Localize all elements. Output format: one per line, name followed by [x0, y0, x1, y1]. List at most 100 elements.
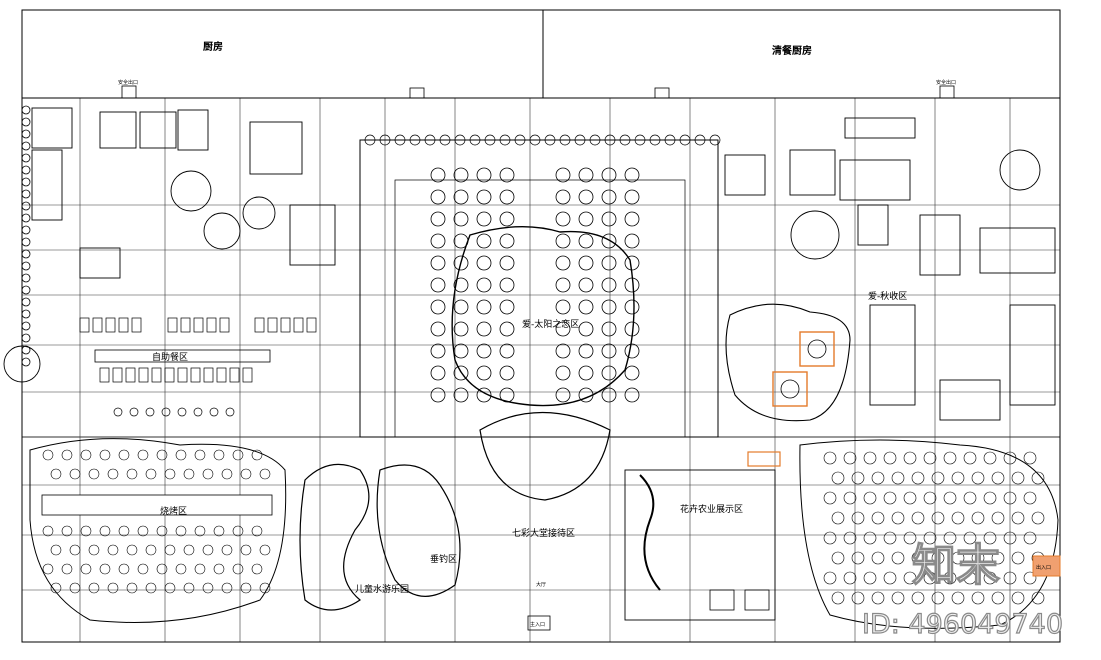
banquet-table — [903, 571, 917, 585]
barbecue-table — [80, 525, 92, 537]
barbecue-table — [202, 582, 214, 594]
buffet-table — [254, 317, 265, 333]
barbecue-table — [80, 563, 92, 575]
banquet-table — [601, 343, 617, 359]
banquet-table — [624, 365, 640, 381]
barbecue-table — [259, 582, 271, 594]
tree — [21, 153, 31, 163]
orange-marker-3 — [772, 371, 808, 407]
buffet-table — [138, 367, 149, 383]
banquet-table — [1023, 451, 1037, 465]
banquet-table — [1011, 511, 1025, 525]
tree — [21, 309, 31, 319]
tree — [694, 134, 706, 146]
banquet-table — [453, 299, 469, 315]
barbecue-table — [183, 468, 195, 480]
banquet-table — [963, 491, 977, 505]
barbecue-table — [80, 449, 92, 461]
right-banquet-garden — [799, 439, 1059, 629]
banquet-table — [430, 365, 446, 381]
banquet-table — [499, 343, 515, 359]
barbecue-table — [156, 449, 168, 461]
banquet-table — [476, 167, 492, 183]
banquet-table — [453, 233, 469, 249]
banquet-table — [843, 491, 857, 505]
tree — [559, 134, 571, 146]
banquet-table — [883, 571, 897, 585]
barbecue-table — [137, 525, 149, 537]
tree — [394, 134, 406, 146]
banquet-table — [983, 571, 997, 585]
banquet-table — [476, 343, 492, 359]
tree — [664, 134, 676, 146]
buffet-table — [129, 407, 139, 417]
exit-doors-top — [121, 85, 955, 99]
banquet-table — [903, 451, 917, 465]
banquet-table — [903, 491, 917, 505]
tree — [21, 177, 31, 187]
barbecue-table — [213, 525, 225, 537]
banquet-table — [1011, 471, 1025, 485]
tree — [21, 201, 31, 211]
buffet-table — [203, 367, 214, 383]
banquet-table — [578, 167, 594, 183]
banquet-table — [951, 591, 965, 605]
banquet-table — [923, 571, 937, 585]
kids-label: 儿童水游乐园 — [355, 583, 409, 595]
banquet-table — [453, 167, 469, 183]
barbecue-table — [107, 582, 119, 594]
barbecue-table — [213, 449, 225, 461]
barbecue-table — [69, 544, 81, 556]
banquet-table — [1011, 551, 1025, 565]
banquet-table — [430, 387, 446, 403]
banquet-table — [476, 233, 492, 249]
entrance-right-label: 出入口 — [1036, 564, 1051, 571]
safety-exit-label: 安全出口 — [118, 79, 138, 86]
banquet-table — [1023, 571, 1037, 585]
banquet-table — [991, 471, 1005, 485]
banquet-table — [911, 591, 925, 605]
banquet-table — [601, 255, 617, 271]
banquet-table — [943, 451, 957, 465]
tree — [604, 134, 616, 146]
hall-label: 大厅 — [536, 581, 546, 588]
barbecue-table — [118, 449, 130, 461]
banquet-table — [476, 299, 492, 315]
banquet-table — [891, 591, 905, 605]
kitchen-label: 厨房 — [203, 40, 223, 53]
barbecue-table — [183, 544, 195, 556]
kids-water-park — [299, 463, 370, 611]
barbecue-table — [99, 449, 111, 461]
barbecue-table — [175, 525, 187, 537]
banquet-table — [499, 365, 515, 381]
right-rooms — [724, 117, 1056, 421]
banquet-table — [624, 255, 640, 271]
barbecue-table — [137, 449, 149, 461]
tree — [484, 134, 496, 146]
barbecue-table — [202, 544, 214, 556]
banquet-table — [430, 211, 446, 227]
banquet-table — [430, 299, 446, 315]
banquet-table — [499, 233, 515, 249]
buffet-table — [193, 317, 204, 333]
banquet-table — [601, 387, 617, 403]
buffet-table — [151, 367, 162, 383]
barbecue-table — [232, 449, 244, 461]
banquet-table — [911, 471, 925, 485]
banquet-table — [499, 211, 515, 227]
buffet-table — [79, 317, 90, 333]
banquet-table — [943, 531, 957, 545]
banquet-table — [863, 571, 877, 585]
banquet-table — [1003, 491, 1017, 505]
tree — [544, 134, 556, 146]
banquet-table — [923, 491, 937, 505]
banquet-table — [831, 471, 845, 485]
banquet-table — [601, 299, 617, 315]
banquet-table — [601, 365, 617, 381]
banquet-table — [578, 365, 594, 381]
barbecue-table — [88, 582, 100, 594]
banquet-table — [499, 299, 515, 315]
banquet-table — [578, 343, 594, 359]
tree — [424, 134, 436, 146]
banquet-table — [555, 387, 571, 403]
